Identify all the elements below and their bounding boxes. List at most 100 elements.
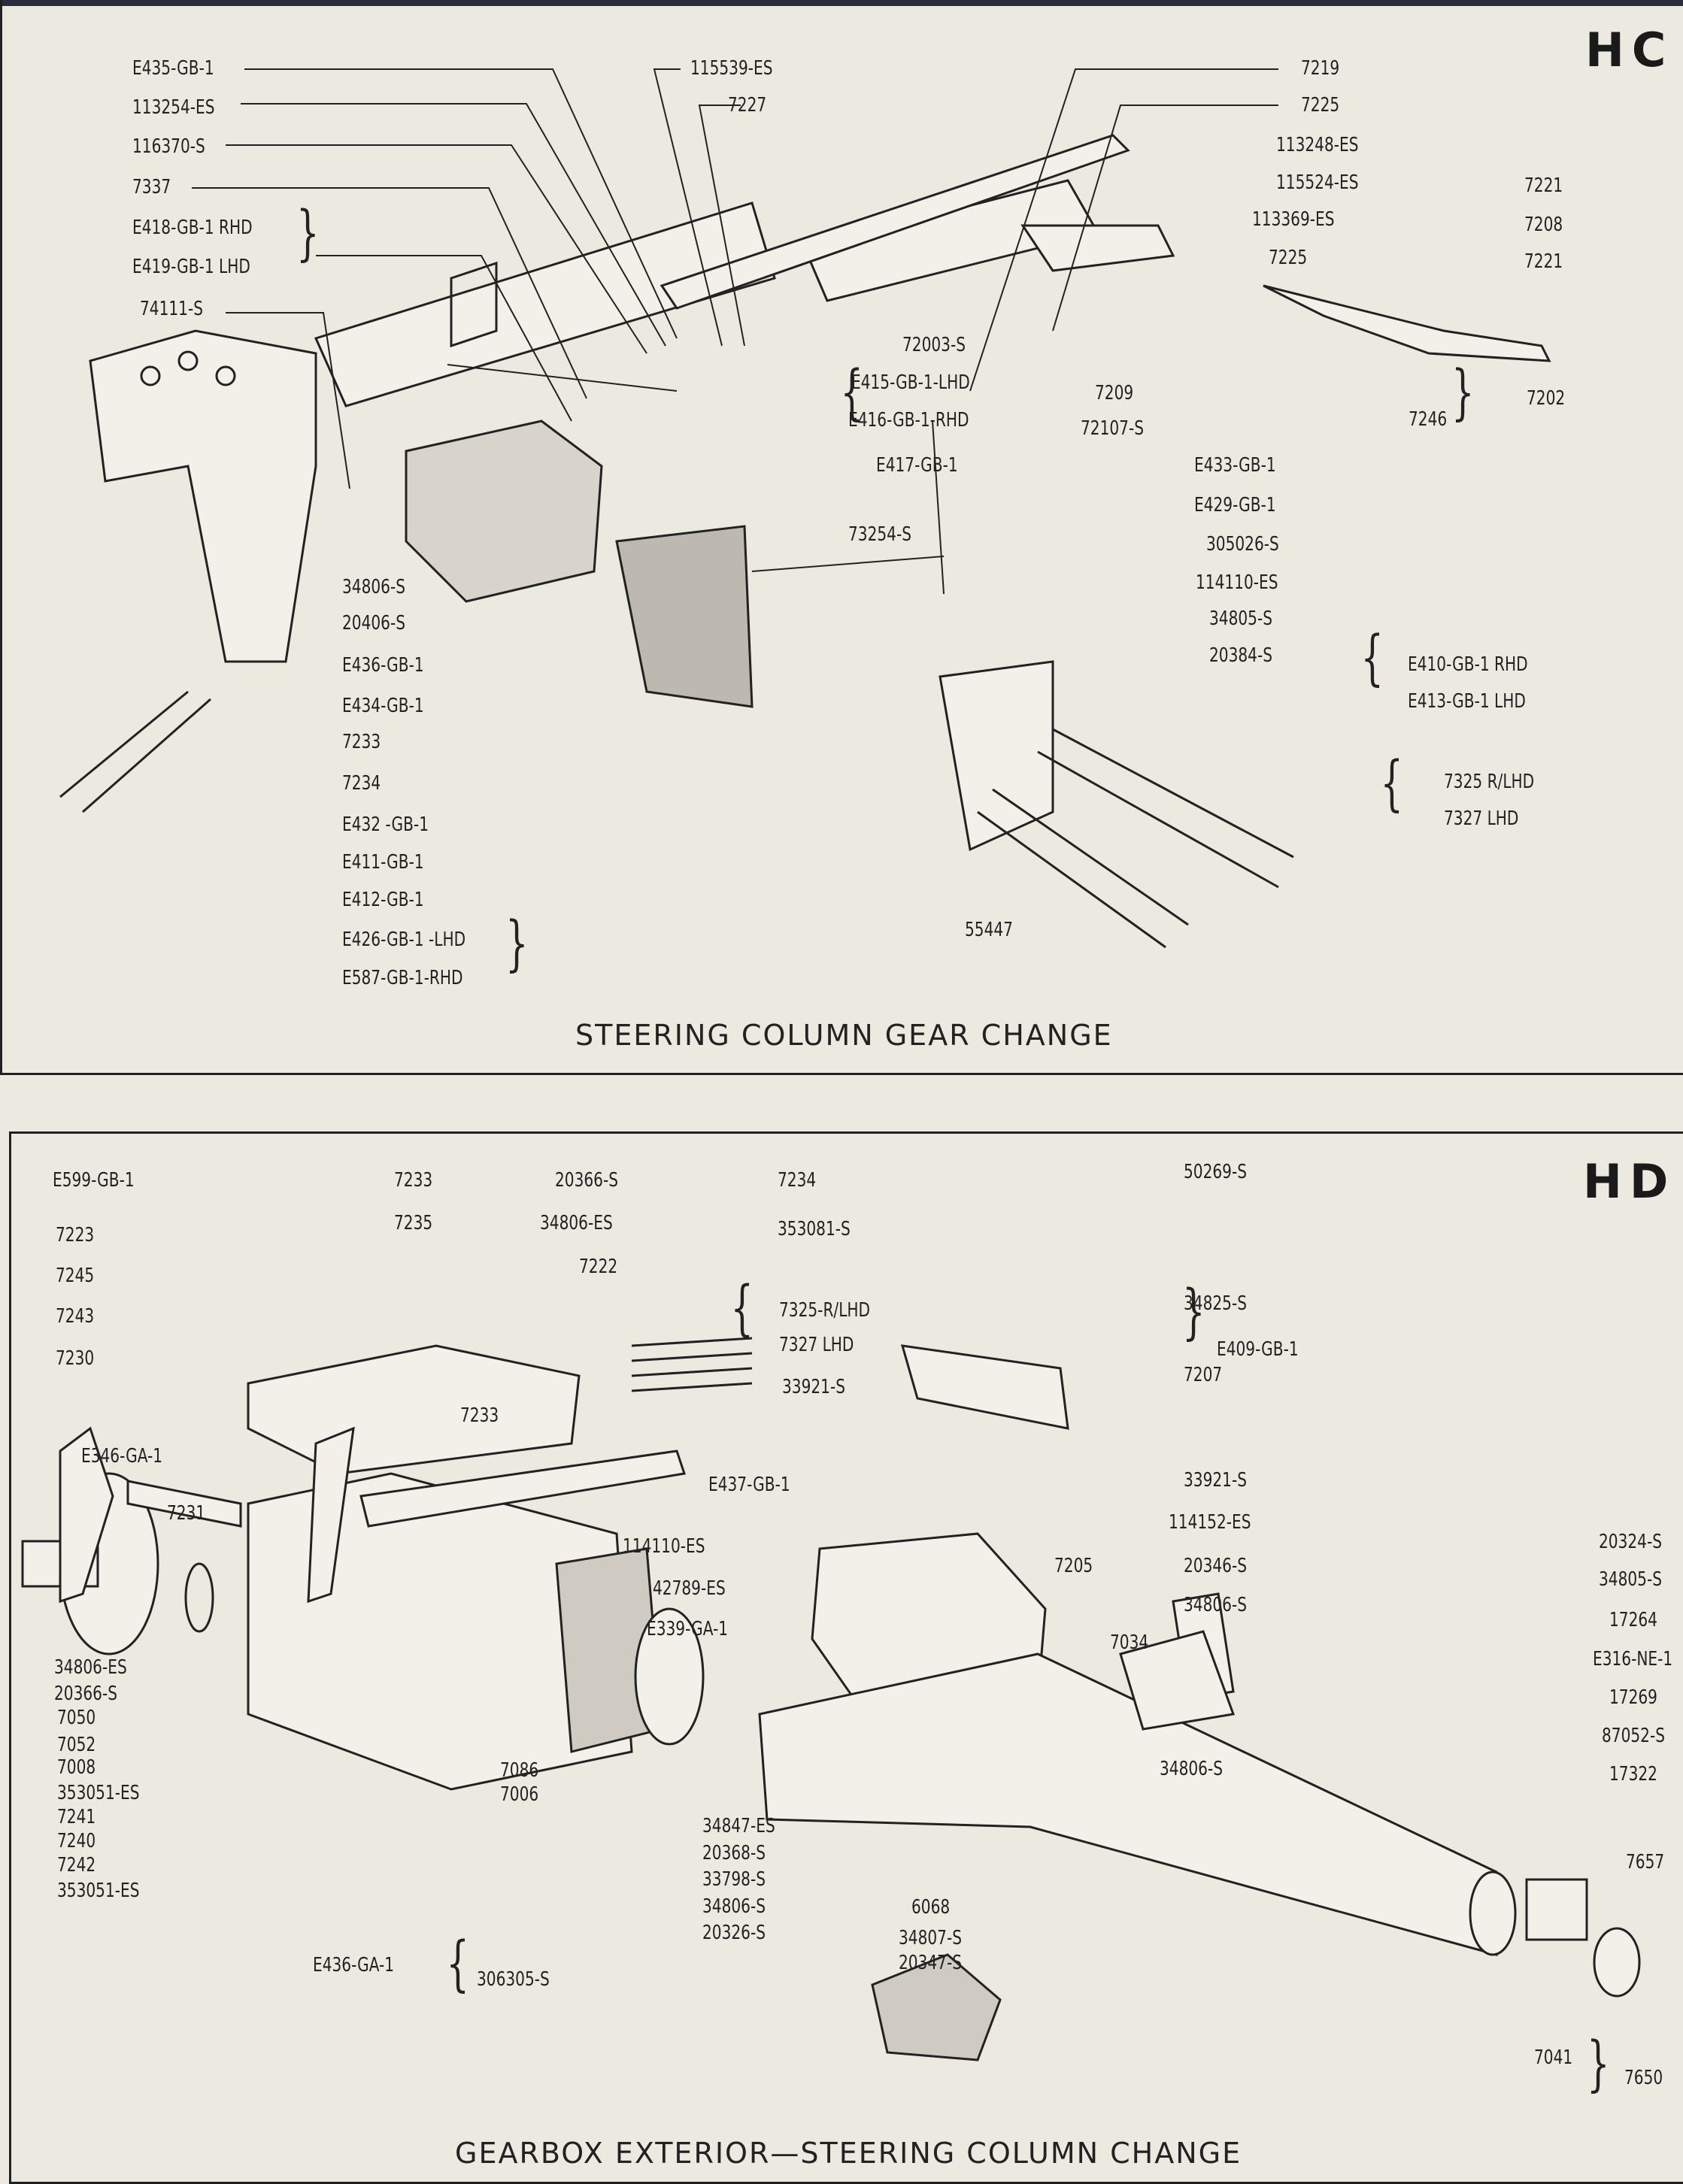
brace-icon: } xyxy=(1380,748,1403,818)
part-label: 7243 xyxy=(56,1305,95,1328)
part-label: E587-GB-1-RHD xyxy=(342,967,463,989)
part-label: 20366-S xyxy=(54,1683,118,1705)
part-label: 33921-S xyxy=(1184,1469,1248,1492)
brace-icon: } xyxy=(730,1273,754,1343)
part-label: 7233 xyxy=(342,731,381,753)
part-label: 7219 xyxy=(1301,57,1340,80)
part-label: 33921-S xyxy=(782,1376,846,1398)
part-label: E433-GB-1 xyxy=(1194,454,1276,477)
panel-hc-steering-column-gear-change xyxy=(0,0,1683,1075)
part-label: 7227 xyxy=(728,94,767,117)
part-label: 305026-S xyxy=(1206,533,1279,556)
part-label: 7205 xyxy=(1054,1555,1093,1577)
brace-icon: } xyxy=(840,357,863,427)
part-label: 7006 xyxy=(500,1783,539,1806)
part-label: 114152-ES xyxy=(1169,1511,1251,1534)
part-label: 113248-ES xyxy=(1276,134,1359,156)
part-label: 116370-S xyxy=(132,135,205,158)
part-label: 34806-S xyxy=(342,576,406,598)
part-label: E346-GA-1 xyxy=(81,1445,163,1468)
part-label: 34825-S xyxy=(1184,1292,1248,1315)
part-label: 7235 xyxy=(394,1212,433,1234)
part-label: 87052-S xyxy=(1602,1725,1666,1747)
part-label: 114110-ES xyxy=(623,1535,705,1558)
part-label: E409-GB-1 xyxy=(1217,1338,1299,1361)
part-label: 7221 xyxy=(1524,250,1563,273)
part-label: 7225 xyxy=(1301,94,1340,117)
part-label: 7231 xyxy=(167,1502,206,1525)
page-top-rule xyxy=(0,0,1683,6)
part-label: 20406-S xyxy=(342,612,406,635)
part-label: 7233 xyxy=(460,1404,499,1427)
section-code-hd: HD xyxy=(1583,1154,1676,1209)
part-label: E413-GB-1 LHD xyxy=(1408,690,1526,713)
brace-icon: } xyxy=(505,908,529,978)
part-label: 20384-S xyxy=(1209,644,1273,667)
part-label: 20368-S xyxy=(702,1842,766,1864)
part-label: 7650 xyxy=(1624,2067,1663,2089)
part-label: 7240 xyxy=(57,1830,96,1852)
brace-icon: } xyxy=(1587,2028,1610,2098)
part-label: 72107-S xyxy=(1081,417,1145,440)
part-label: 34847-ES xyxy=(702,1815,775,1837)
part-label: 7233 xyxy=(394,1169,433,1192)
part-label: E410-GB-1 RHD xyxy=(1408,653,1528,676)
part-label: 7221 xyxy=(1524,174,1563,197)
part-label: 7041 xyxy=(1534,2046,1573,2069)
part-label: E426-GB-1 -LHD xyxy=(342,928,466,951)
part-label: E599-GB-1 xyxy=(53,1169,135,1192)
part-label: E418-GB-1 RHD xyxy=(132,217,253,239)
part-label: 7225 xyxy=(1269,247,1308,269)
section-code-hc: HC xyxy=(1585,23,1674,77)
part-label: 50269-S xyxy=(1184,1161,1248,1183)
part-label: 115524-ES xyxy=(1276,171,1359,194)
part-label: 7242 xyxy=(57,1854,96,1877)
brace-icon: } xyxy=(1451,357,1475,427)
part-label: E436-GA-1 xyxy=(313,1954,395,1977)
part-label: 7207 xyxy=(1184,1364,1223,1386)
part-label: 7086 xyxy=(500,1759,539,1782)
part-label: 7325 R/LHD xyxy=(1444,771,1535,793)
part-label: 20324-S xyxy=(1599,1531,1663,1553)
part-label: 7202 xyxy=(1527,387,1566,410)
part-label: 7241 xyxy=(57,1806,96,1828)
part-label: E419-GB-1 LHD xyxy=(132,256,250,278)
part-label: 72003-S xyxy=(902,334,966,356)
brace-icon: } xyxy=(446,1928,469,1998)
part-label: 7325-R/LHD xyxy=(779,1299,871,1322)
brace-icon: } xyxy=(1360,622,1384,692)
caption-hc: STEERING COLUMN GEAR CHANGE xyxy=(575,1019,1113,1052)
part-label: 7327 LHD xyxy=(779,1334,854,1356)
part-label: 34807-S xyxy=(899,1927,963,1949)
part-label: 7234 xyxy=(342,772,381,795)
part-label: E432 -GB-1 xyxy=(342,813,429,836)
part-label: 20347-S xyxy=(899,1952,963,1974)
part-label: 34806-ES xyxy=(54,1656,127,1679)
part-label: E412-GB-1 xyxy=(342,889,424,911)
part-label: 7052 xyxy=(57,1734,96,1756)
part-label: 17269 xyxy=(1609,1686,1657,1709)
part-label: 353081-S xyxy=(778,1218,851,1240)
brace-icon: } xyxy=(1182,1277,1205,1346)
part-label: 55447 xyxy=(965,919,1013,941)
part-label: E434-GB-1 xyxy=(342,695,424,717)
part-label: 7034 xyxy=(1110,1631,1149,1654)
part-label: 74111-S xyxy=(140,298,204,320)
part-label: 17322 xyxy=(1609,1763,1657,1786)
part-label: 7008 xyxy=(57,1756,96,1779)
part-label: 34805-S xyxy=(1599,1568,1663,1591)
brace-icon: } xyxy=(296,198,320,268)
part-label: 7657 xyxy=(1626,1851,1665,1874)
part-label: 7222 xyxy=(579,1256,618,1278)
part-label: E411-GB-1 xyxy=(342,851,424,874)
part-label: 73254-S xyxy=(848,523,912,546)
part-label: E437-GB-1 xyxy=(708,1474,790,1496)
part-label: E436-GB-1 xyxy=(342,654,424,677)
part-label: E417-GB-1 xyxy=(876,454,958,477)
part-label: E415-GB-1-LHD xyxy=(851,371,970,394)
part-label: 34805-S xyxy=(1209,607,1273,630)
part-label: 113369-ES xyxy=(1252,208,1335,231)
part-label: 34806-S xyxy=(1184,1594,1248,1616)
part-label: 114110-ES xyxy=(1196,571,1278,594)
part-label: 353051-ES xyxy=(57,1782,140,1804)
